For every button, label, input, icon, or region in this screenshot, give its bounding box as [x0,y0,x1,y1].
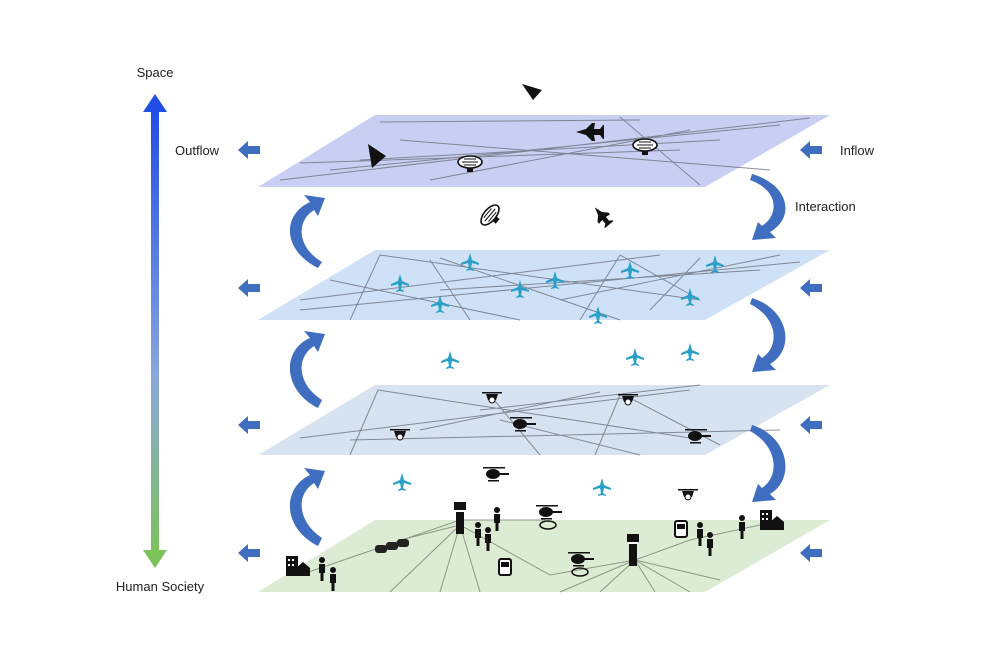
bus-icon [674,520,688,538]
inflow-arrow-icon [800,141,822,159]
airplane-icon [393,473,411,491]
axis-arrow-up-icon [143,94,167,112]
curved-arrow-up-icon [289,331,325,408]
label-human-society: Human Society [116,579,205,594]
stealth-drone-icon [368,144,386,168]
building-icon [760,510,784,530]
inflow-arrow-icon [800,279,822,297]
airplane-icon [441,351,459,369]
building-icon [286,556,310,576]
car-icon [375,539,409,553]
curved-arrow-down-icon [750,425,786,502]
inflow-arrow-icon [800,544,822,562]
fighter-jet-icon [589,202,615,230]
outflow-arrow-icon [238,544,260,562]
helicopter-icon [483,467,509,482]
airship-icon [476,201,507,232]
interaction-arrows [289,174,786,546]
label-inflow: Inflow [840,143,875,158]
layer-human-society [258,502,830,593]
airplane-icon [626,348,644,366]
outflow-arrow-icon [238,279,260,297]
outflow-arrow-icon [238,141,260,159]
axis-arrow-down-icon [143,550,167,568]
layer-space [258,115,830,187]
outflow-arrows [238,141,260,562]
curved-arrow-up-icon [289,195,325,268]
quadcopter-drone-icon [677,488,699,501]
curved-arrow-down-icon [750,174,786,240]
bus-icon [498,558,512,576]
stealth-drone-icon [522,84,542,100]
space-society-axis [143,94,167,568]
label-outflow: Outflow [175,143,220,158]
label-interaction: Interaction [795,199,856,214]
layer-high-altitude [258,250,830,324]
layer-low-altitude [258,384,830,456]
curved-arrow-down-icon [750,298,786,372]
inflow-arrow-icon [800,416,822,434]
curved-arrow-up-icon [289,468,325,546]
airplane-icon [593,478,611,496]
helicopter-icon [536,505,562,520]
outflow-arrow-icon [238,416,260,434]
label-space: Space [137,65,174,80]
airplane-icon [681,343,699,361]
